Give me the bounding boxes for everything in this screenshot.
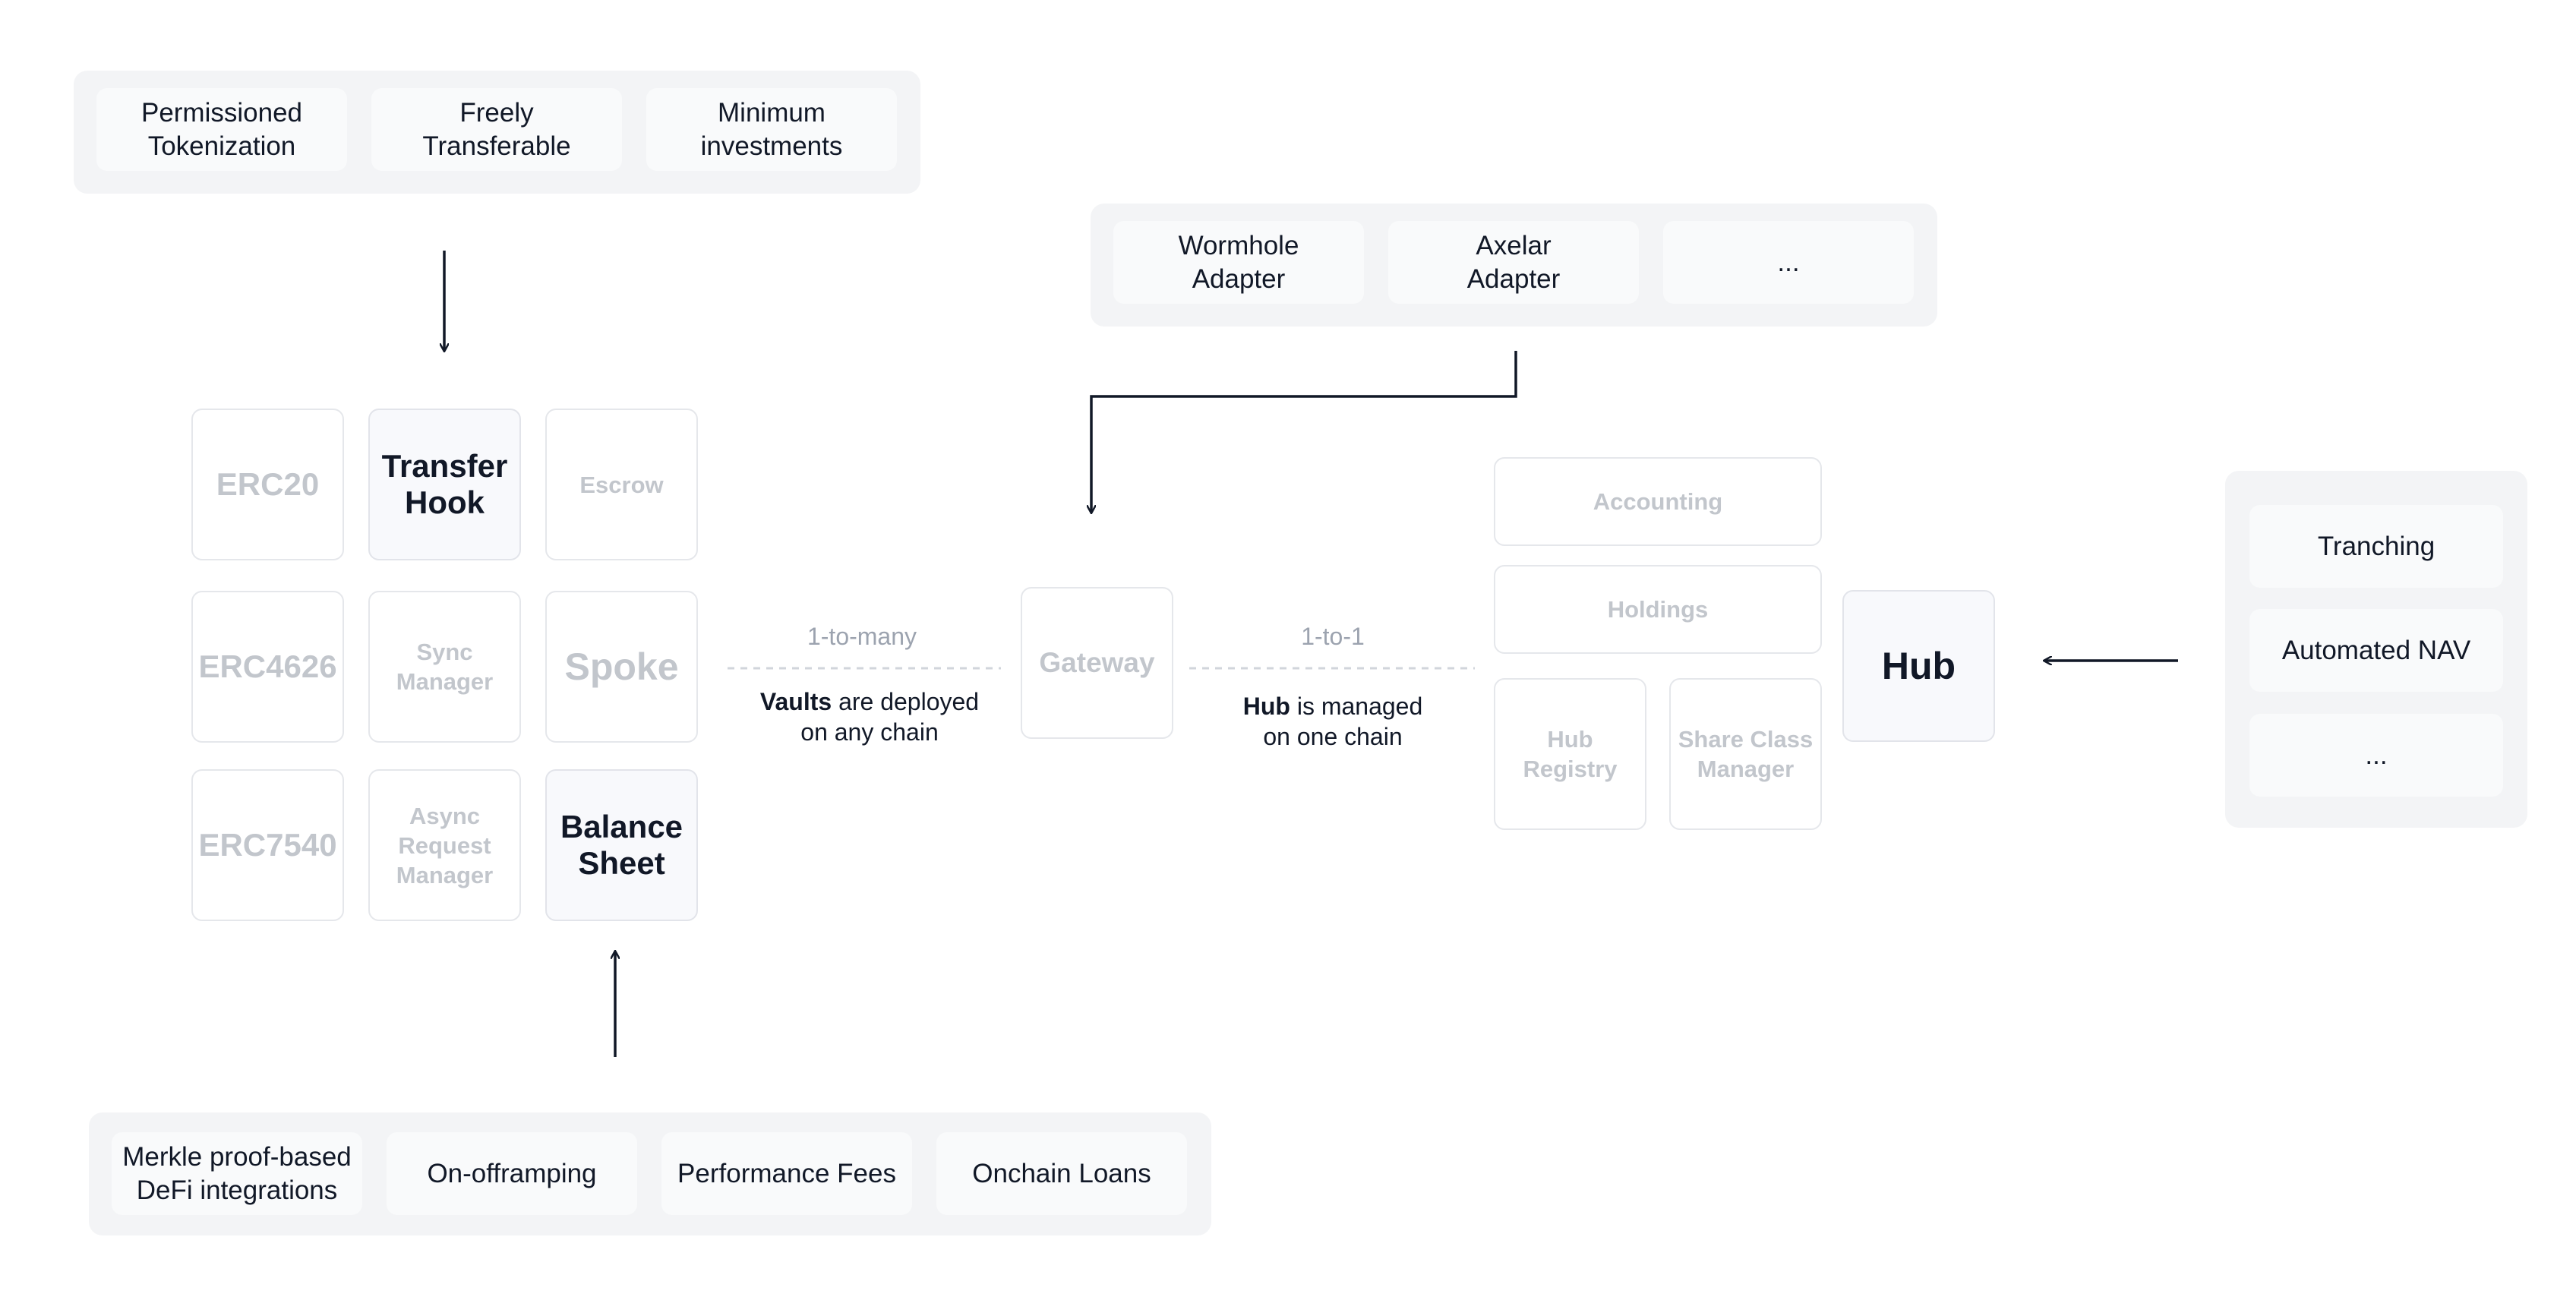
feature-minimum-investments: Minimum investments (646, 88, 897, 171)
bottom-features-panel: Merkle proof-based DeFi integrations On-… (89, 1112, 1211, 1235)
caption-vaults-bold: Vaults (759, 688, 832, 715)
adapters-panel: Wormhole Adapter Axelar Adapter ... (1091, 204, 1937, 327)
feature-more: ... (2249, 714, 2503, 797)
module-spoke: Spoke (545, 591, 698, 743)
label-1-to-1: 1-to-1 (1301, 623, 1365, 650)
feature-freely-transferable: Freely Transferable (371, 88, 622, 171)
adapter-more: ... (1663, 221, 1914, 304)
feature-automated-nav: Automated NAV (2249, 609, 2503, 692)
feature-on-offramping: On-offramping (387, 1132, 637, 1215)
feature-onchain-loans: Onchain Loans (936, 1132, 1187, 1215)
module-erc20: ERC20 (191, 409, 344, 560)
feature-tranching: Tranching (2249, 505, 2503, 588)
adapter-wormhole: Wormhole Adapter (1113, 221, 1364, 304)
caption-vaults: Vaults are deployed on any chain (729, 686, 1010, 747)
top-features-panel: Permissioned Tokenization Freely Transfe… (74, 71, 920, 194)
module-sync-manager: Sync Manager (368, 591, 521, 743)
caption-hub-line2: on one chain (1263, 723, 1403, 750)
caption-vaults-line2: on any chain (800, 718, 939, 746)
feature-performance-fees: Performance Fees (661, 1132, 912, 1215)
module-share-class-manager: Share Class Manager (1669, 678, 1822, 830)
module-erc7540: ERC7540 (191, 769, 344, 921)
adapter-axelar: Axelar Adapter (1388, 221, 1639, 304)
hub-features-panel: Tranching Automated NAV ... (2225, 471, 2527, 828)
module-async-request-manager: Async Request Manager (368, 769, 521, 921)
module-gateway: Gateway (1021, 587, 1173, 739)
module-hub-registry: Hub Registry (1494, 678, 1646, 830)
arrow-adapters-to-gateway (1091, 351, 1517, 513)
module-balance-sheet: Balance Sheet (545, 769, 698, 921)
module-hub: Hub (1842, 590, 1995, 742)
caption-hub-bold: Hub (1242, 693, 1290, 720)
module-transfer-hook: Transfer Hook (368, 409, 521, 560)
feature-permissioned-tokenization: Permissioned Tokenization (96, 88, 347, 171)
caption-hub: Hub is managed on one chain (1192, 691, 1473, 752)
module-accounting: Accounting (1494, 457, 1822, 546)
caption-hub-rest: is managed (1290, 693, 1423, 720)
module-holdings: Holdings (1494, 565, 1822, 654)
module-escrow: Escrow (545, 409, 698, 560)
feature-merkle-defi: Merkle proof-based DeFi integrations (112, 1132, 362, 1215)
label-1-to-many: 1-to-many (807, 623, 917, 650)
module-erc4626: ERC4626 (191, 591, 344, 743)
caption-vaults-rest: are deployed (832, 688, 980, 715)
